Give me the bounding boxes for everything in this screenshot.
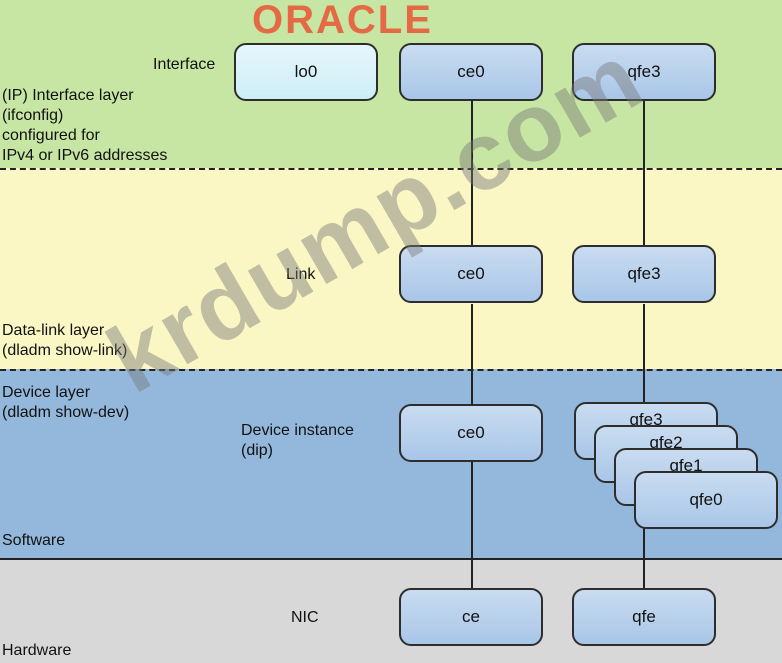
datalink-layer-desc-1: Data-link layer xyxy=(2,322,105,339)
qfe-device-to-nic-wire xyxy=(643,528,645,588)
device-instance-sublabel: (dip) xyxy=(241,442,274,459)
interface-layer-desc-2: (ifconfig) xyxy=(2,107,64,124)
qfe3-interface-to-link-wire xyxy=(643,96,645,246)
oracle-logo: ORACLE xyxy=(252,0,433,42)
interface-layer-desc-3: configured for xyxy=(2,127,100,144)
nic-box-ce: ce xyxy=(399,588,543,646)
datalink-device-divider xyxy=(0,369,782,371)
link-label: Link xyxy=(286,266,316,283)
interface-label: Interface xyxy=(153,56,216,73)
interface-layer-desc-4: IPv4 or IPv6 addresses xyxy=(2,147,168,164)
device-layer-desc-1: Device layer xyxy=(2,384,91,401)
qfe3-link-to-device-wire xyxy=(643,304,645,404)
ce0-device-to-nic-wire xyxy=(471,462,473,588)
ce0-link-to-device-wire xyxy=(471,304,473,404)
device-instance-label: Device instance xyxy=(241,422,354,439)
ce0-interface-to-link-wire xyxy=(471,96,473,246)
interface-layer-desc-1: (IP) Interface layer xyxy=(2,87,134,104)
interface-box-ce0: ce0 xyxy=(399,43,543,101)
interface-box-lo0: lo0 xyxy=(234,43,378,101)
interface-box-qfe3: qfe3 xyxy=(572,43,716,101)
device-box-ce0: ce0 xyxy=(399,404,543,462)
nic-label: NIC xyxy=(291,609,319,626)
software-label: Software xyxy=(2,532,66,549)
link-box-qfe3: qfe3 xyxy=(572,245,716,303)
interface-datalink-divider xyxy=(0,168,782,170)
software-hardware-divider xyxy=(0,558,782,560)
device-layer-desc-2: (dladm show-dev) xyxy=(2,404,130,421)
link-box-ce0: ce0 xyxy=(399,245,543,303)
hardware-label: Hardware xyxy=(2,642,72,659)
nic-box-qfe: qfe xyxy=(572,588,716,646)
device-stack-card-qfe0: qfe0 xyxy=(634,471,778,529)
datalink-layer-desc-2: (dladm show-link) xyxy=(2,342,128,359)
